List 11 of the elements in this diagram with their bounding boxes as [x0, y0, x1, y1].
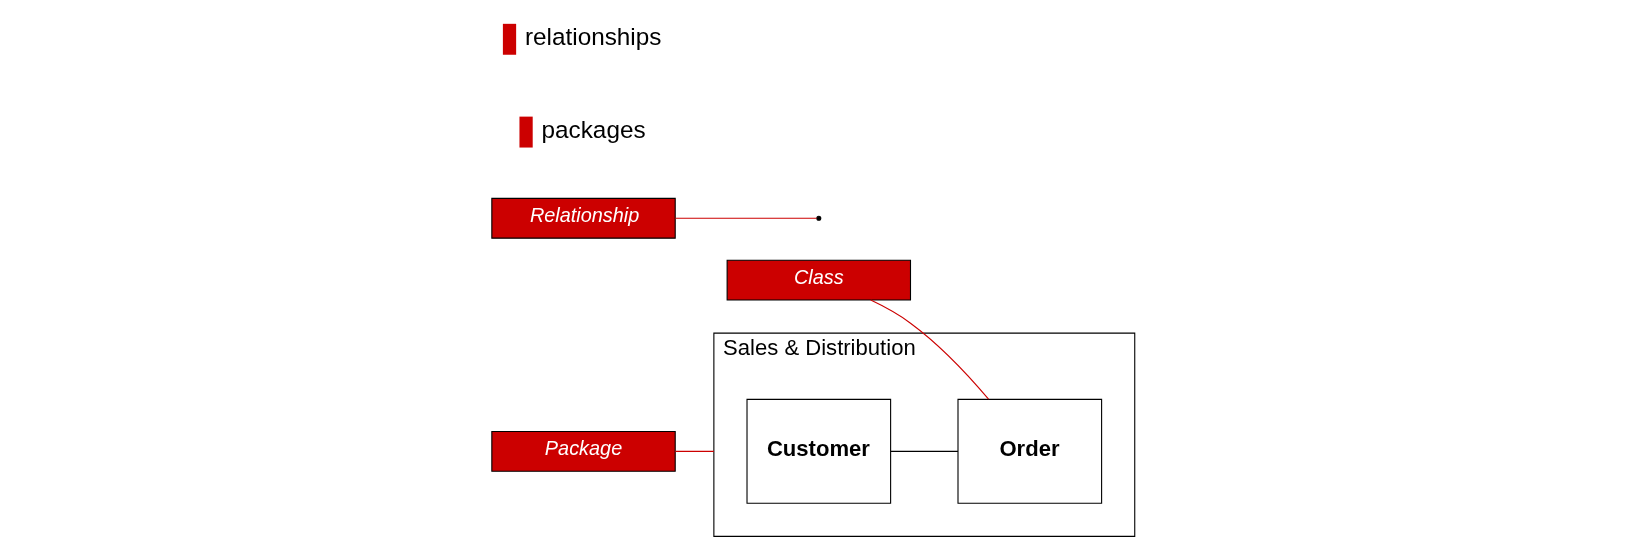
node-box: Order — [956, 398, 1102, 504]
connector — [674, 450, 714, 452]
node-box: Class — [726, 259, 911, 301]
label: packages — [541, 116, 646, 144]
connector — [869, 299, 989, 400]
connector — [889, 450, 958, 452]
node-box: Relationship — [490, 197, 676, 239]
connector — [674, 217, 817, 219]
node-box: Customer — [745, 398, 891, 504]
node-box: Package — [490, 430, 676, 472]
label: relationships — [524, 23, 661, 51]
